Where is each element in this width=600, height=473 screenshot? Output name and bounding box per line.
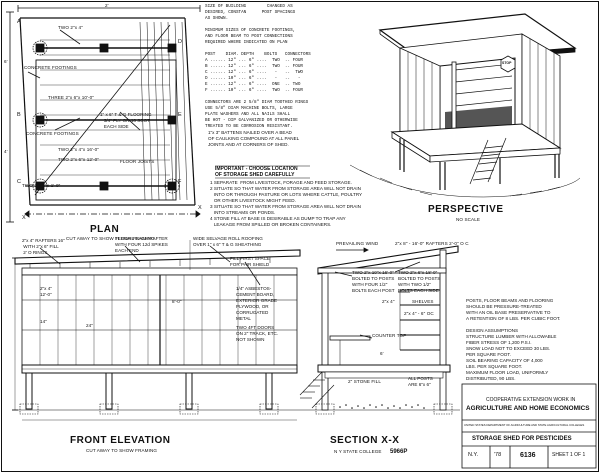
section-code: 5966P xyxy=(390,449,408,455)
section-stone-fill-label: 2" STONE FILL xyxy=(348,379,381,384)
plan-dim-c-label: C xyxy=(17,179,21,185)
plan-concrete-footings-label-2: CONCRETE FOOTINGS xyxy=(26,131,79,136)
section-title: SECTION X-X xyxy=(330,435,400,446)
section-two-2x6-18-note: TWO 2"x 6"x 18'-0" BOLTED TO POSTS WITH … xyxy=(398,270,441,293)
plan-two-2x6-label: TWO 2"x 6"x 1'-0" xyxy=(22,183,61,188)
org-line-3: UNITED STATES DEPARTMENT OF AGRICULTURE … xyxy=(464,423,585,427)
elev-tee-nail-note: TEENAIL EACH RAFTER WITH FOUR 12d SPIKES… xyxy=(115,236,168,253)
location-note-body: 1 SEPARATE FROM LIVESTOCK, FORAGE AND FE… xyxy=(210,180,363,227)
plan-two-2x4-label: TWO 2"x 4" xyxy=(58,25,83,30)
elev-dim-8ft: 8'-0" xyxy=(172,299,182,304)
plan-dim-4: 4' xyxy=(4,149,8,154)
elev-rafters-note: 2"x 4" RAFTERS 16" WITH 2"x 6" FILL 2' O… xyxy=(22,238,65,255)
section-shelf-2x4-label: 2"x 4" - 6" OC xyxy=(404,311,434,316)
plan-dim-f-label: F xyxy=(178,179,182,185)
elev-two-doors-note: TWO 4FT DOORS ON 2" TRACK, ETC. NOT SHOW… xyxy=(236,325,279,342)
stop-sign-text: STOP xyxy=(502,61,512,65)
title-block-lines xyxy=(215,165,597,469)
plan-concrete-footings-label: CONCRETE FOOTINGS xyxy=(24,65,77,70)
sheet-cell: SHEET 1 OF 1 xyxy=(552,452,586,458)
section-all-posts-label: ALL POSTS ARE 6"x 6" xyxy=(408,376,433,387)
location-note-heading: IMPORTANT - CHOOSE LOCATION OF STORAGE S… xyxy=(215,166,298,178)
perspective-drawing xyxy=(349,13,581,198)
plan-dim-b-label: B xyxy=(17,112,21,118)
section-two-2x10-note: TWO 2"x 10"x 16'-0" BOLTED TO POSTS WITH… xyxy=(352,270,395,293)
section-rafters-note: 2"x 8" - 16'-0" RAFTERS 2'-0" O C xyxy=(395,241,469,246)
plan-subtitle: CUT AWAY TO SHOW FLOOR FRAMING xyxy=(66,236,155,241)
plan-dim-2: 2' xyxy=(105,3,109,8)
section-shelves-label: SHELVES xyxy=(412,299,434,304)
front-elevation-drawing xyxy=(12,240,301,421)
spec-note: SIZE OF BUILDING CHANGED AS DESIRED, CON… xyxy=(205,4,311,129)
plan-section-x-left: X xyxy=(22,215,26,221)
plan-dim-a-label: A xyxy=(17,19,21,25)
plan-dim-d-label: D xyxy=(178,39,182,45)
section-dim-2x4: 2"x 4" xyxy=(382,299,395,304)
elev-cement-board-note: 1/4" ASBESTOS- CEMENT BOARD, EXTERIOR GR… xyxy=(236,286,278,321)
drawing-title: STORAGE SHED FOR PESTICIDES xyxy=(472,436,572,442)
org-line-1: COOPERATIVE EXTENSION WORK IN xyxy=(486,397,576,403)
state-cell: N.Y. xyxy=(468,452,478,458)
plan-tg-flooring-label: 1" x 6" T & G FLOORING 3/4" PLY ON 16 SC… xyxy=(100,112,152,129)
batten-note: 1"x 3" BATTENS NAILED OVER A BEAD OF CAU… xyxy=(208,130,300,147)
plan-two-2x6-12-label: TWO 2"x 6"x 12'-0" xyxy=(58,157,100,162)
plan-section-x-right: X xyxy=(198,205,202,211)
front-elevation-title: FRONT ELEVATION xyxy=(70,435,171,446)
elev-dim-14: 14" xyxy=(40,319,48,324)
plan-dim-6: 6' xyxy=(4,59,8,64)
design-note: POSTS, FLOOR BEAMS AND FLOORING SHOULD B… xyxy=(466,298,561,381)
plan-number-cell: 6136 xyxy=(520,452,536,459)
section-dim-6: 6' xyxy=(380,351,384,356)
year-cell: '78 xyxy=(494,452,502,458)
perspective-title: PERSPECTIVE xyxy=(428,204,504,215)
front-elevation-subtitle: CUT AWAY TO SHOW FRAMING xyxy=(86,448,158,453)
plan-dim-e-label: E xyxy=(178,112,182,118)
plan-three-2x6-label: THREE 2"x 6"x 10'-0" xyxy=(48,95,95,100)
elev-dim-24: 24" xyxy=(86,323,94,328)
section-drawing xyxy=(299,245,460,415)
org-line-2: AGRICULTURE AND HOME ECONOMICS xyxy=(466,405,590,412)
perspective-subtitle: NO SCALE xyxy=(456,217,481,222)
elev-dim-2x4-12: 2"x 4" 12'-0" xyxy=(40,286,52,297)
section-counter-top-label: COUNTER TOP xyxy=(372,333,407,338)
plan-floor-joists-label: FLOOR JOISTS xyxy=(120,159,155,164)
plan-two-2x4-16-label: TWO 2"x 4"x 16'-0" xyxy=(58,147,100,152)
plan-drawing xyxy=(6,5,201,223)
elev-fill-space-note: FILL FIRST SPACE FOR PAIR SHIELD xyxy=(230,256,270,267)
section-prevailing-wind: PREVAILING WIND xyxy=(336,241,379,246)
section-subtitle: N Y STATE COLLEGE xyxy=(334,449,382,454)
plan-title: PLAN xyxy=(90,224,120,235)
elev-roll-roofing-note: WIDE SELVAGE ROLL ROOFING OVER 1" x 6" T… xyxy=(193,236,263,247)
